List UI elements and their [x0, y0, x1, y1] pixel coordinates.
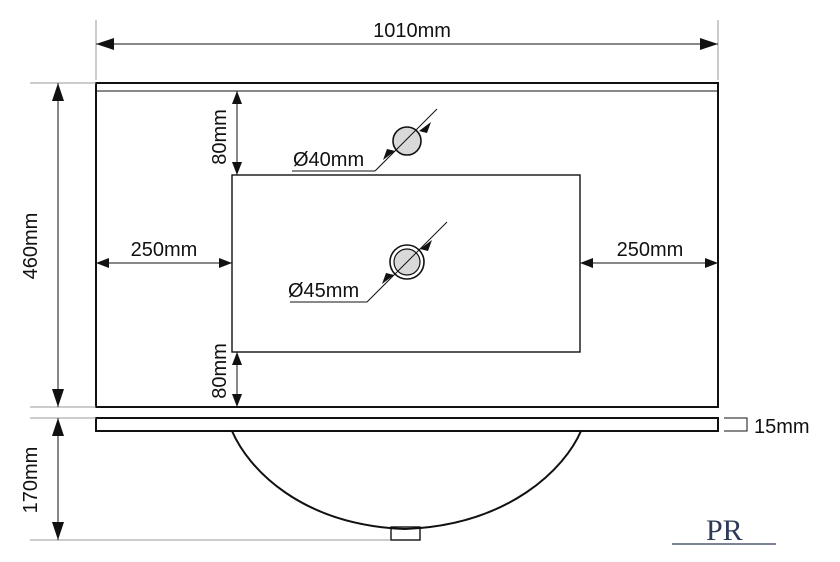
dimension-drain-hole: [290, 221, 448, 303]
svg-text:PR: PR: [706, 514, 743, 547]
dimension-total-depth: [30, 82, 96, 408]
dimension-total-depth-label: 460mm: [20, 213, 42, 280]
dimension-back-margin: [232, 91, 242, 175]
countertop-slab-side: [95, 417, 719, 432]
dimension-drain-hole-label: Ø45mm: [288, 280, 359, 302]
dimension-tap-hole-label: Ø40mm: [293, 149, 364, 171]
tap-hole: [392, 126, 422, 156]
dimension-right-margin: [580, 258, 718, 268]
dimension-front-margin: [232, 352, 242, 407]
dimension-tap-hole: [292, 108, 438, 172]
dimension-total-width: [95, 20, 719, 80]
dimension-bowl-depth: [30, 417, 390, 541]
countertop-top-view: [95, 82, 719, 408]
dimension-bowl-depth-label: 170mm: [20, 447, 42, 514]
dimension-left-margin-label: 250mm: [131, 239, 198, 261]
bowl-side-view: [231, 430, 582, 541]
brand-logo: PR: [672, 514, 776, 547]
dimension-slab-thickness: [724, 417, 748, 432]
dimension-left-margin: [96, 258, 232, 268]
dimension-right-margin-label: 250mm: [617, 239, 684, 261]
dimension-slab-thickness-label: 15mm: [754, 416, 810, 438]
dimension-total-width-label: 1010mm: [373, 20, 451, 42]
dimension-back-margin-label: 80mm: [209, 109, 231, 165]
dimension-front-margin-label: 80mm: [209, 343, 231, 399]
